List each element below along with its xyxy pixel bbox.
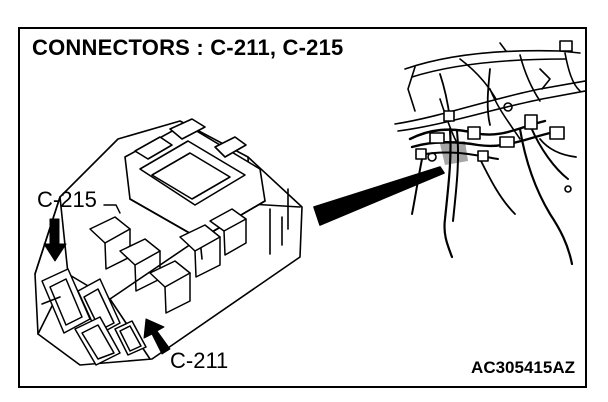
c215-leader-line [103, 204, 121, 214]
diagram-title: CONNECTORS : C-211, C-215 [32, 35, 344, 60]
location-pointer [313, 166, 445, 226]
c215-arrow [43, 218, 67, 262]
diagram-frame: CONNECTORS : C-211, C-215 C-215 C-211 AC… [18, 27, 587, 388]
connector-illustration [34, 40, 585, 366]
junction-block-drawing [34, 118, 303, 366]
figure-code: AC305415AZ [471, 358, 575, 377]
c211-arrow [143, 318, 171, 355]
connector-label-c215: C-215 [37, 187, 97, 212]
connector-label-c211: C-211 [170, 348, 229, 373]
dashboard-harness-drawing [394, 40, 585, 266]
